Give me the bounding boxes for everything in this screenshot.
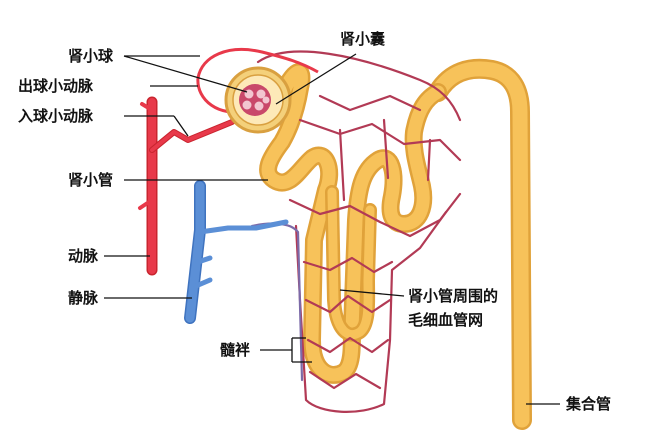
artery [138,96,249,276]
vein [184,180,289,324]
label-loop-of-henle: 髓袢 [220,341,250,359]
renal-tubule [259,63,447,384]
label-bowman-capsule: 肾小囊 [340,30,386,48]
label-glomerulus: 肾小球 [68,47,114,65]
label-afferent-arteriole: 入球小动脉 [18,107,94,125]
leader-lines [104,53,560,405]
label-peritubular-capillaries-1: 肾小管周围的 [408,287,498,305]
arteriole-loop [196,48,319,114]
label-efferent-arteriole: 出球小动脉 [18,77,94,95]
label-peritubular-capillaries-2: 毛细血管网 [408,311,483,329]
label-collecting-duct: 集合管 [565,395,611,413]
label-vein: 静脉 [68,289,99,307]
collecting-duct [428,58,532,430]
label-renal-tubule: 肾小管 [68,171,113,189]
label-artery: 动脉 [68,247,99,265]
glomerulus-capsule [224,66,292,134]
